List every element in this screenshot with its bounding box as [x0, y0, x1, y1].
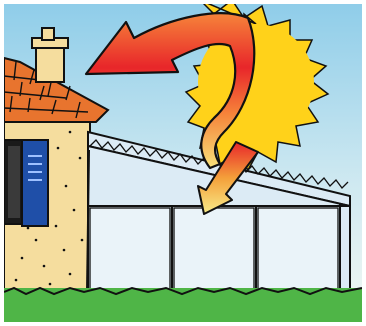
grass [4, 288, 362, 322]
window-shutter [22, 140, 48, 226]
